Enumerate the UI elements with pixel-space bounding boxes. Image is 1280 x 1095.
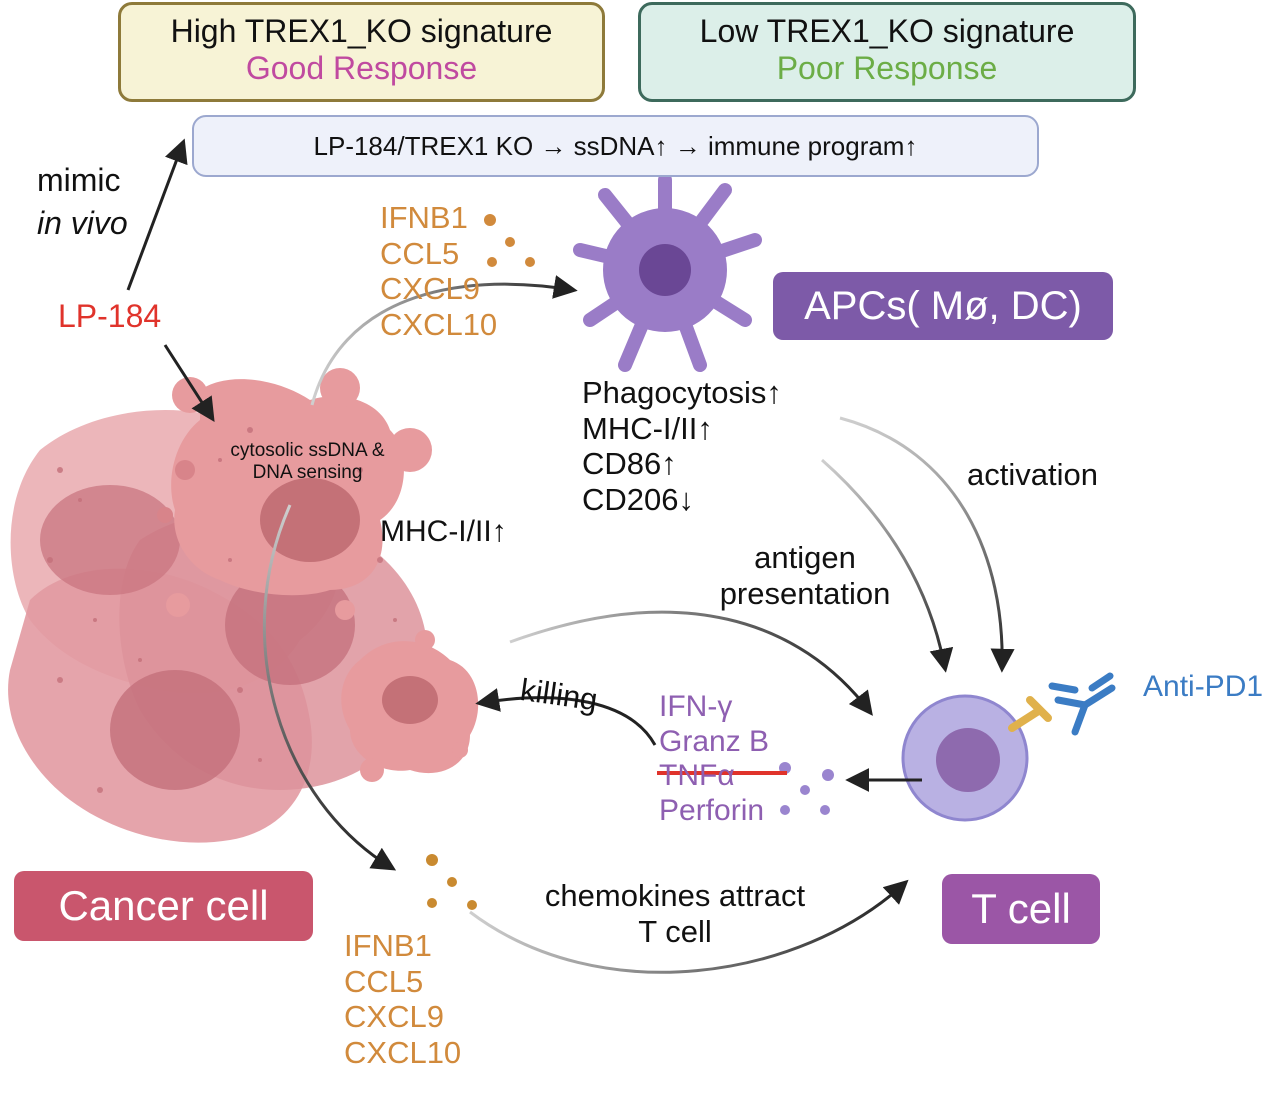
cytokine-item: Granz B	[659, 724, 770, 758]
tumor-mhc-label: MHC-I/II↑	[380, 515, 507, 548]
chemokine-item: CXCL10	[380, 306, 498, 342]
good-response-label: Good Response	[245, 50, 478, 86]
arrow-chemokines-to-tcell	[469, 879, 909, 974]
t-cell-nucleus	[936, 728, 1000, 792]
cytokine-item: Perforin	[659, 793, 765, 827]
apc-marker: CD86↑	[582, 446, 677, 482]
chemokine-list-top: IFNB1 CCL5 CXCL9 CXCL10	[380, 200, 497, 343]
cancer-cell-cluster	[8, 368, 479, 843]
arrow-drug-to-cell	[163, 344, 215, 423]
apc-nucleus	[639, 244, 691, 296]
poor-response-label: Poor Response	[776, 50, 998, 86]
t-cell-label: T cell	[942, 874, 1100, 944]
bleb	[388, 428, 432, 472]
sensing-line-1: cytosolic ssDNA &	[230, 440, 385, 461]
chemokine-item: CXCL10	[344, 1034, 462, 1070]
drug-label: LP-184	[58, 298, 162, 334]
low-signature-box: Low TREX1_KO signature Poor Response	[638, 2, 1136, 102]
cancer-nucleus-b	[110, 670, 240, 790]
arrow-mimic	[126, 138, 188, 291]
chemokine-item: CCL5	[344, 963, 424, 999]
mechanism-bar: LP-184/TREX1 KO → ssDNA↑ → immune progra…	[192, 115, 1039, 177]
chemokine-item: IFNB1	[344, 928, 432, 963]
bleb	[320, 368, 360, 408]
apc-marker-list: Phagocytosis↑ MHC-I/II↑ CD86↑ CD206↓	[582, 375, 782, 518]
arrow-tumor-to-tcell	[509, 610, 873, 716]
chemokine-item: CCL5	[380, 235, 460, 271]
cytokine-dots	[779, 762, 834, 815]
bleb	[175, 460, 195, 480]
arrow-sensing-to-chemokines	[262, 504, 397, 871]
bleb	[157, 507, 173, 523]
antigen-line-2: presentation	[719, 575, 891, 611]
high-signature-title: High TREX1_KO signature	[170, 13, 553, 49]
apc-marker: MHC-I/II↑	[582, 410, 713, 446]
chemokine-item: CXCL9	[344, 999, 444, 1035]
cancer-cell-label-text: Cancer cell	[58, 882, 269, 929]
chemokine-item: IFNB1	[380, 200, 468, 235]
cancer-cell-label: Cancer cell	[14, 871, 313, 941]
cancer-nucleus-c	[225, 565, 355, 685]
attract-line-2: T cell	[638, 913, 712, 949]
high-signature-box: High TREX1_KO signature Good Response	[118, 2, 605, 102]
in-vivo-label: in vivo	[37, 205, 128, 241]
apc-marker: CD206↓	[582, 481, 694, 517]
apc-label-text: APCs( Mø, DC)	[804, 283, 1082, 328]
sensing-line-2: DNA sensing	[252, 461, 363, 483]
bleb	[335, 600, 355, 620]
chemokine-dots-top	[484, 214, 535, 267]
low-signature-title: Low TREX1_KO signature	[699, 13, 1075, 49]
apoptotic-nucleus	[382, 676, 438, 724]
chemokine-list-bottom: IFNB1 CCL5 CXCL9 CXCL10	[344, 928, 461, 1071]
cancer-nucleus-a	[40, 485, 180, 595]
bleb	[166, 593, 190, 617]
antibody-icon	[1048, 672, 1116, 736]
chemokine-item: CXCL9	[380, 271, 480, 307]
mimic-label: mimic	[37, 162, 121, 198]
anti-pd1-label: Anti-PD1	[1143, 670, 1264, 703]
t-cell-label-text: T cell	[971, 885, 1071, 932]
attract-label: chemokines attract T cell	[510, 878, 840, 949]
t-cell	[901, 672, 1116, 822]
bleb	[415, 630, 435, 650]
arrow-cell-to-apc	[310, 275, 578, 406]
bleb	[360, 758, 384, 782]
pd1-receptor	[1008, 696, 1052, 732]
bleb	[452, 742, 468, 758]
apc-marker: Phagocytosis↑	[582, 375, 782, 410]
cytokine-list: IFN-γ Granz B TNFα Perforin	[659, 690, 769, 828]
arrow-killing	[475, 688, 657, 746]
antigen-line-1: antigen	[754, 540, 856, 575]
arrow-activation	[839, 416, 1015, 673]
apc-cell	[573, 173, 762, 372]
attract-line-1: chemokines attract	[544, 878, 806, 913]
chemokine-dots-bottom	[426, 854, 477, 910]
arrow-antigen-presentation	[821, 458, 954, 673]
activation-label: activation	[967, 457, 1098, 492]
cancer-nucleus-front	[260, 478, 360, 562]
cytokine-item: TNFα	[659, 759, 735, 792]
cytokine-item: IFN-γ	[659, 690, 733, 723]
antigen-label: antigen presentation	[700, 540, 910, 611]
mechanism-text: LP-184/TREX1 KO → ssDNA↑ → immune progra…	[313, 130, 918, 161]
sensing-label: cytosolic ssDNA & DNA sensing	[205, 440, 410, 484]
apc-label: APCs( Mø, DC)	[773, 272, 1113, 340]
